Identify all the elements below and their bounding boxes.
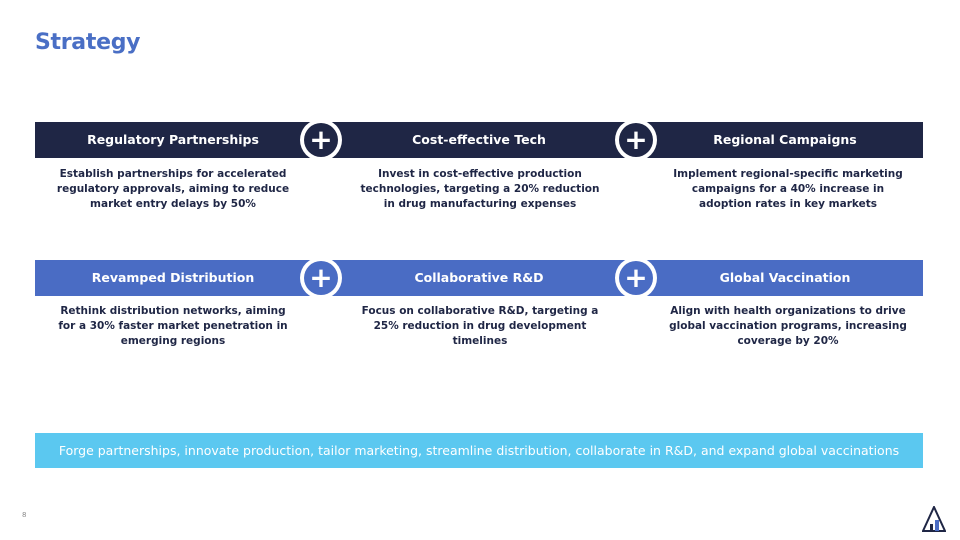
plus-icon-glyph: + [619, 123, 653, 157]
strategy-row-2: Revamped Distribution Collaborative R&D … [35, 260, 923, 296]
header-collaborative-rd: Collaborative R&D [414, 270, 544, 285]
page-number: 8 [22, 511, 27, 519]
header-regulatory-partnerships: Regulatory Partnerships [87, 132, 259, 147]
plus-icon-glyph: + [304, 261, 338, 295]
description-collaborative-rd: Focus on collaborative R&D, targeting a … [361, 305, 599, 347]
summary-banner: Forge partnerships, innovate production,… [35, 433, 923, 468]
description-regional-campaigns: Implement regional-specific marketing ca… [673, 168, 903, 210]
page-title: Strategy [35, 30, 141, 55]
plus-icon: + [300, 257, 342, 299]
header-global-vaccination: Global Vaccination [719, 270, 851, 285]
triangle-logo-icon [922, 506, 946, 532]
plus-icon: + [615, 257, 657, 299]
description-global-vaccination: Align with health organizations to drive… [669, 305, 907, 347]
plus-icon: + [615, 119, 657, 161]
plus-icon: + [300, 119, 342, 161]
description-revamped-distribution: Rethink distribution networks, aiming fo… [58, 305, 288, 347]
description-cost-effective-tech: Invest in cost-effective production tech… [360, 168, 600, 210]
strategy-row-1: Regulatory Partnerships Cost-effective T… [35, 122, 923, 158]
plus-icon-glyph: + [304, 123, 338, 157]
header-revamped-distribution: Revamped Distribution [91, 270, 255, 285]
header-regional-campaigns: Regional Campaigns [713, 132, 857, 147]
description-regulatory-partnerships: Establish partnerships for accelerated r… [56, 168, 290, 210]
plus-icon-glyph: + [619, 261, 653, 295]
header-cost-effective-tech: Cost-effective Tech [412, 132, 546, 147]
